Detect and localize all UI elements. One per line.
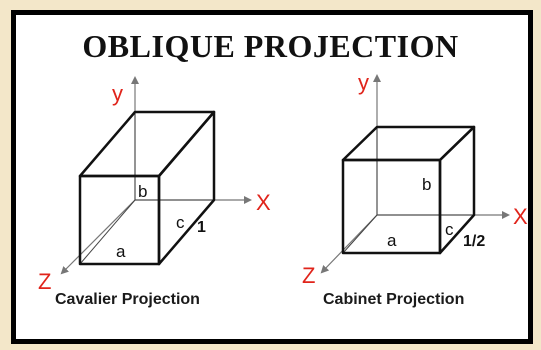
cavalier-c-label: c bbox=[176, 213, 185, 232]
cabinet-caption: Cabinet Projection bbox=[323, 291, 465, 308]
cabinet-hidden-edge bbox=[342, 214, 378, 254]
cavalier-z-label: Z bbox=[38, 269, 51, 294]
cavalier-right-face bbox=[157, 110, 216, 266]
cavalier-hidden-edge bbox=[79, 199, 136, 265]
cabinet-a-label: a bbox=[387, 231, 397, 250]
cabinet-x-label: X bbox=[513, 204, 528, 229]
cavalier-b-label: b bbox=[138, 182, 147, 201]
page-title: OBLIQUE PROJECTION bbox=[82, 28, 459, 64]
cabinet-b-label: b bbox=[422, 175, 431, 194]
cabinet-z-label: Z bbox=[302, 263, 315, 288]
cabinet-y-label: y bbox=[358, 70, 369, 95]
cabinet-c-label: c bbox=[445, 220, 454, 239]
cabinet-right-face bbox=[438, 125, 476, 255]
cabinet-diagram: y X Z b a c 1/2 bbox=[302, 70, 528, 288]
cavalier-top-face bbox=[78, 110, 216, 178]
cavalier-caption: Cavalier Projection bbox=[55, 291, 200, 308]
cabinet-top-face bbox=[341, 125, 476, 162]
cavalier-diagram: y X Z b a c 1 bbox=[38, 76, 271, 294]
cavalier-y-label: y bbox=[112, 81, 123, 106]
cavalier-a-label: a bbox=[116, 242, 126, 261]
cavalier-z-axis bbox=[60, 199, 136, 275]
cavalier-ratio-label: 1 bbox=[197, 219, 206, 236]
cabinet-ratio-label: 1/2 bbox=[463, 233, 485, 250]
cavalier-x-label: X bbox=[256, 190, 271, 215]
